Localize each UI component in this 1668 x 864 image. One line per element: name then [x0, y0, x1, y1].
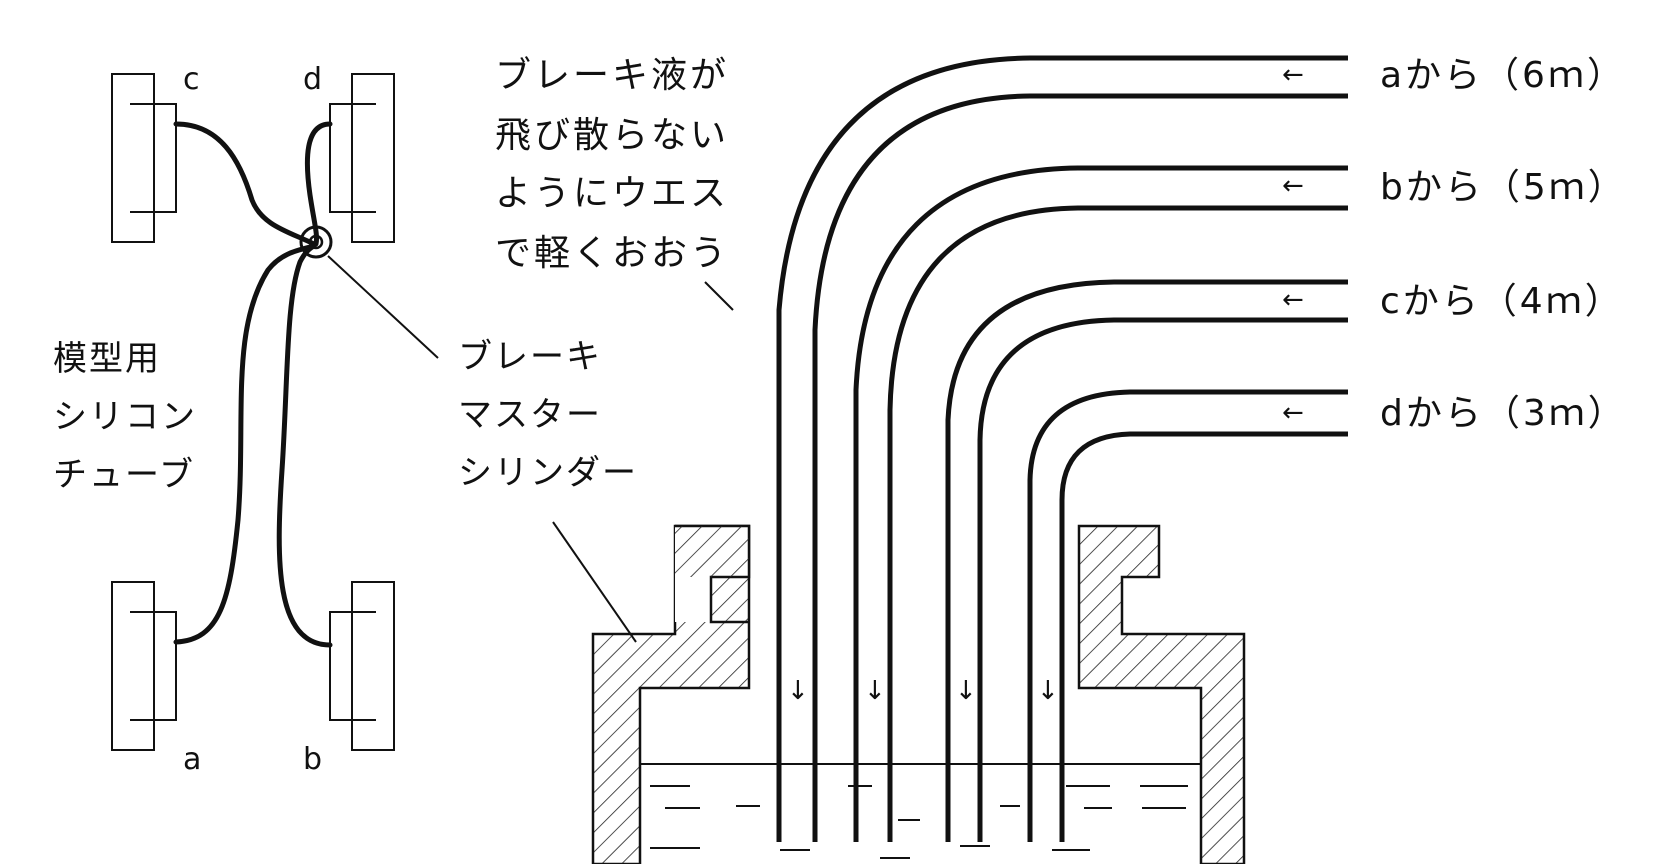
- bleeder-lines: [776, 55, 1348, 842]
- master-cylinder-label-line: ブレーキ: [458, 337, 602, 377]
- master-cylinder-label-line: シリンダー: [458, 453, 638, 493]
- cover-note-line: ようにウエス: [495, 173, 730, 214]
- wheel-label-c: c: [183, 62, 200, 97]
- source-label-d: dから（3ｍ）: [1380, 393, 1627, 434]
- wheel-a: [111, 581, 177, 751]
- source-label-a: aから（6ｍ）: [1380, 55, 1626, 96]
- flow-mark: ↓: [1037, 676, 1059, 706]
- wheel-label-a: a: [183, 742, 202, 777]
- cover-note-line: 飛び散らない: [495, 115, 730, 156]
- master-cylinder-hub: [299, 225, 333, 259]
- wheel-label-b: b: [303, 742, 323, 777]
- tube-label-line: チューブ: [53, 455, 195, 495]
- master-cylinder-label-line: マスター: [458, 395, 602, 435]
- source-label-b: bから（5ｍ）: [1380, 167, 1627, 208]
- source-label-c: cから（4ｍ）: [1380, 281, 1624, 322]
- cover-note-line: で軽くおおう: [495, 233, 730, 274]
- leader-lines: [327, 255, 734, 643]
- inflow-arrow-c: ←: [1282, 285, 1304, 315]
- wheel-label-d: d: [303, 62, 323, 97]
- inflow-arrow-d: ←: [1282, 398, 1304, 428]
- flow-mark: ↓: [787, 676, 809, 706]
- flow-mark: ↓: [864, 676, 886, 706]
- inflow-arrow-a: ←: [1282, 60, 1304, 90]
- wheel-b: [329, 581, 395, 751]
- wheel-c: [111, 73, 177, 243]
- tube-label-line: シリコン: [53, 397, 197, 437]
- tube-label-line: 模型用: [53, 339, 161, 379]
- wheel-d: [329, 73, 395, 243]
- inflow-arrow-b: ←: [1282, 171, 1304, 201]
- silicone-tubes: [173, 121, 333, 648]
- flow-mark: ↓: [955, 676, 977, 706]
- reservoir-body: [591, 524, 1246, 864]
- cover-note-line: ブレーキ液が: [495, 55, 730, 96]
